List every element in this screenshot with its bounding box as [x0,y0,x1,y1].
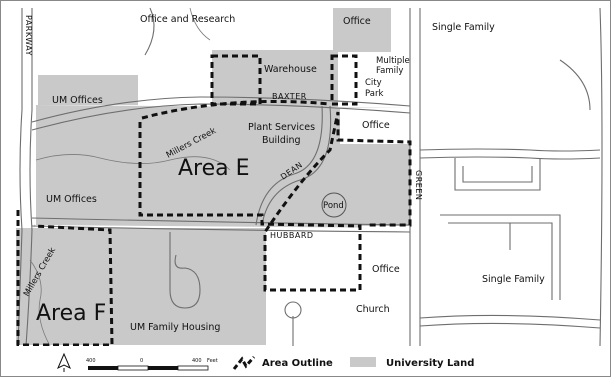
label-um-offices-top: UM Offices [52,95,103,106]
road-network [17,7,603,347]
baxter-road-south [31,103,411,131]
residential-street-3 [440,214,561,300]
label-parkway: PARKWAY [24,15,33,56]
label-office-top: Office [343,16,371,27]
legend-bar [0,346,611,377]
area-outline-legend-icon [232,356,256,370]
residential-loop-2 [462,166,533,183]
university-land-legend-swatch [350,357,376,367]
university-land-area-e-block [36,105,410,228]
creek-lines [29,7,231,347]
label-office-research: Office and Research [140,14,235,25]
area-outline-warehouse-east [330,54,358,106]
label-city-park-2: Park [365,89,383,99]
university-land-area-f-block [16,228,266,345]
university-land-um-offices-top [38,75,138,105]
hubbard-road-north [31,217,411,226]
area-e-outline-north [141,99,331,120]
label-office-bottom: Office [372,264,400,275]
label-green: GREEN [414,170,423,200]
family-housing-loop-road [169,232,201,309]
parkway-road-west [17,8,23,347]
residential-loop-1 [454,158,541,191]
label-pond: Pond [323,201,344,211]
millers-creek-south-line [29,259,51,347]
scale-label-zero: 0 [140,358,143,364]
label-um-family-housing: UM Family Housing [130,322,220,333]
scale-label-right: 400 [192,358,202,364]
label-um-offices-mid: UM Offices [46,194,97,205]
office-bottom-parcel [360,226,412,346]
label-area-e: Area E [178,156,250,181]
white-pockets [340,108,412,346]
label-multiple-family-2: Family [376,66,403,76]
area-outline-warehouse-west [210,54,262,106]
residential-street-6 [419,322,601,329]
residential-street-2 [419,156,601,160]
label-single-family-top: Single Family [432,22,495,33]
residential-street-5 [419,314,601,321]
label-multiple-family-1: Multiple [376,56,410,66]
area-e-outline [138,111,412,292]
residential-street-1 [419,148,601,152]
label-church: Church [356,304,390,315]
pond-shape [321,192,347,218]
label-warehouse: Warehouse [264,64,317,75]
label-area-f: Area F [36,301,106,326]
scale-bar: 400 0 400 Feet [86,358,218,371]
legend-area-outline-label: Area Outline [262,358,333,369]
dean-road-east [261,105,332,226]
hubbard-road-south [31,225,411,233]
label-hubbard: HUBBARD [270,231,314,240]
north-arrow-icon [57,352,71,372]
label-plant-services-1: Plant Services [248,122,315,133]
label-single-family-bottom: Single Family [482,274,545,285]
parkway-road-east [25,8,33,347]
legend-university-land-label: University Land [386,358,474,369]
east-edge-road [599,7,603,347]
dean-road-west [255,105,323,226]
millers-creek-north-line [35,154,231,171]
area-f-outline [16,210,114,347]
university-land-office-top [333,8,391,52]
scale-label-left: 400 [86,358,96,364]
baxter-road-north [31,96,411,123]
north-creek-line [189,7,211,41]
university-land-group [16,8,410,345]
northeast-curve-road [559,59,591,111]
residential-street-4 [448,222,553,300]
label-office-mid: Office [362,120,390,131]
area-outline-group [16,54,412,347]
scale-label-unit: Feet [207,358,218,364]
office-mid-parcel [340,108,410,144]
label-city-park-1: City [365,78,382,88]
north-access-road [144,7,155,56]
church-cul-de-sac-circle [284,301,302,319]
label-plant-services-2: Building [262,135,301,146]
label-baxter: BAXTER [272,92,307,101]
